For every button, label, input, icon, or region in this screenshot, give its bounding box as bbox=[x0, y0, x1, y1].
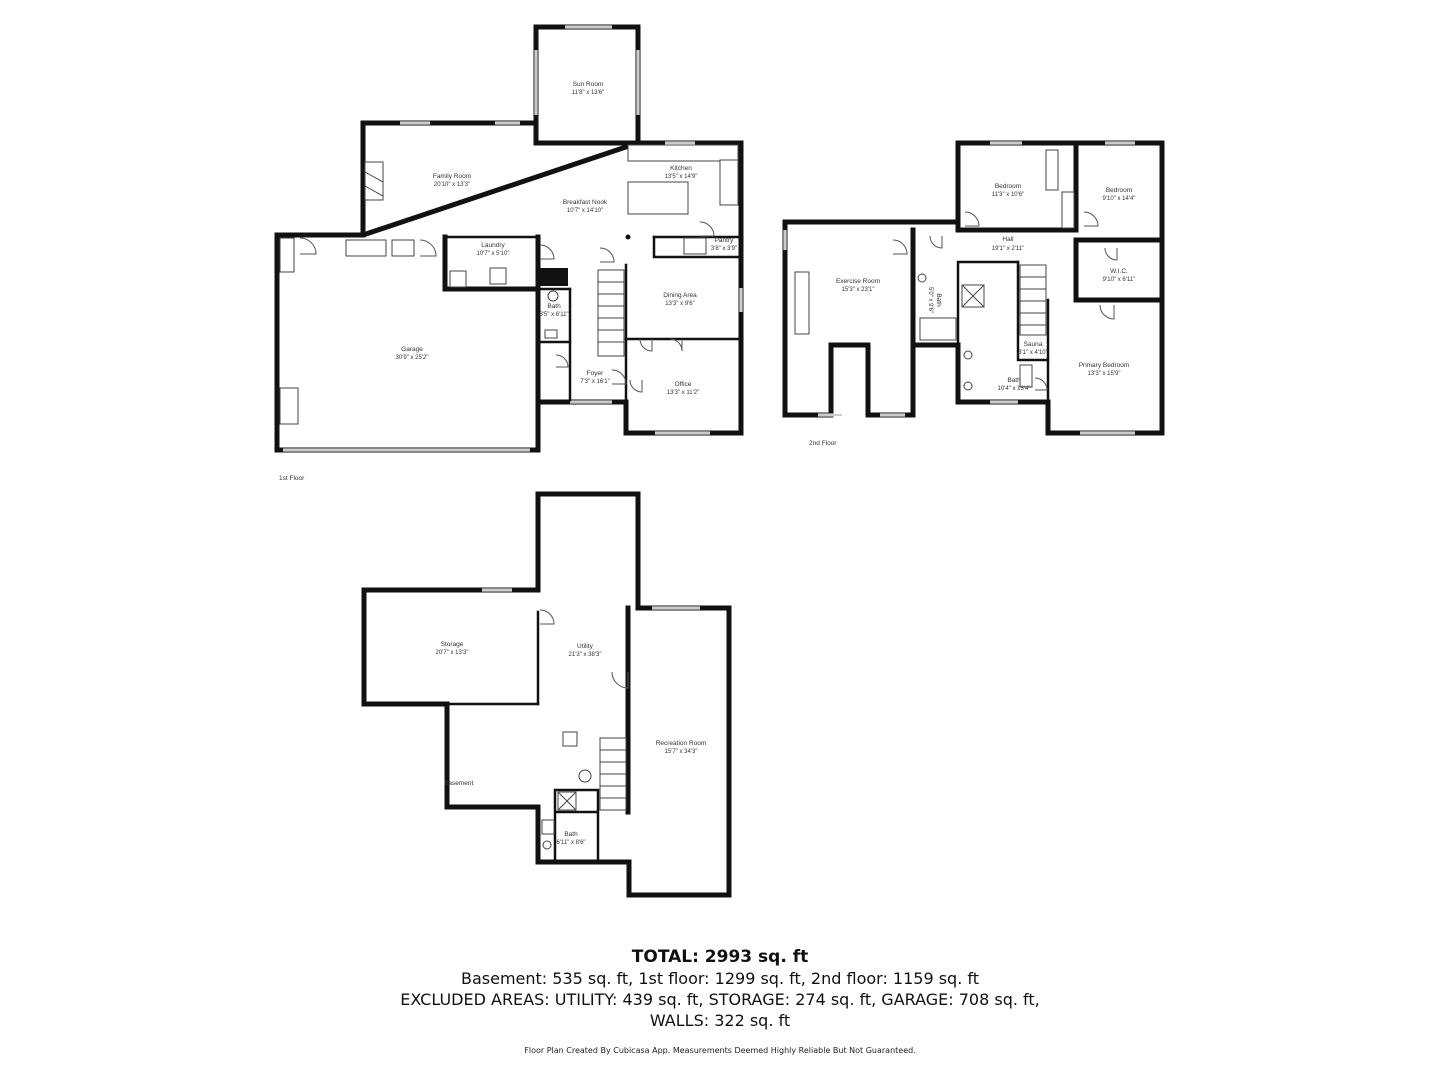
room-name-family-room: Family Room bbox=[433, 173, 471, 180]
water-heater bbox=[578, 769, 592, 783]
utility-fixture bbox=[562, 731, 578, 747]
second-floor bbox=[782, 140, 1165, 436]
room-name-sauna: Sauna bbox=[1024, 341, 1043, 348]
room-name-bath-basement: Bath bbox=[564, 831, 578, 838]
floor-label-second: 2nd Floor bbox=[809, 440, 837, 447]
room-name-foyer: Foyer bbox=[587, 370, 604, 377]
room-dims-wic: 9'10" x 6'11" bbox=[1103, 277, 1135, 283]
room-name-bath-small: Bath bbox=[935, 293, 942, 307]
room-dims-bath-second: 10'4" x 13'4" bbox=[998, 386, 1031, 392]
room-name-exercise-room: Exercise Room bbox=[836, 278, 880, 285]
bathtub bbox=[919, 317, 957, 341]
room-dims-primary-bedroom: 13'3" x 15'9" bbox=[1088, 371, 1121, 377]
room-dims-sun-room: 11'8" x 13'6" bbox=[572, 90, 604, 96]
room-name-sun-room: Sun Room bbox=[573, 81, 604, 88]
room-dims-foyer: 7'3" x 16'1" bbox=[580, 379, 610, 385]
room-dims-office: 13'3" x 11'2" bbox=[667, 390, 699, 396]
room-dims-bedroom-a: 11'3" x 10'6" bbox=[992, 192, 1024, 198]
area-summary: TOTAL: 2993 sq. ft Basement: 535 sq. ft,… bbox=[0, 946, 1440, 1031]
room-name-breakfast-nook: Breakfast Nook bbox=[563, 199, 608, 206]
room-name-hall: Hall bbox=[1002, 236, 1014, 243]
basement-exterior-walls bbox=[361, 491, 732, 898]
floor-label-first: 1st Floor bbox=[279, 475, 305, 482]
total-area: TOTAL: 2993 sq. ft bbox=[631, 947, 809, 967]
room-name-bath-second: Bath bbox=[1007, 377, 1021, 384]
walls-area: WALLS: 322 sq. ft bbox=[649, 1011, 791, 1030]
room-dims-kitchen: 13'5" x 14'9" bbox=[665, 174, 698, 180]
room-name-kitchen: Kitchen bbox=[670, 165, 692, 172]
room-name-recreation-room: Recreation Room bbox=[656, 740, 707, 747]
floor-label-basement: Basement bbox=[444, 780, 473, 787]
room-name-office: Office bbox=[675, 381, 692, 388]
room-dims-bath-small: 5'0" x 9'6" bbox=[927, 287, 933, 313]
room-labels: Sun Room 11'8" x 13'6" Family Room 20'10… bbox=[279, 81, 1135, 846]
room-name-storage: Storage bbox=[441, 641, 464, 648]
room-dims-utility: 21'3" x 38'3" bbox=[569, 652, 602, 658]
credit-footer: Floor Plan Created By Cubicasa App. Meas… bbox=[524, 1046, 916, 1055]
room-name-wic: W.I.C. bbox=[1110, 268, 1128, 275]
room-name-laundry: Laundry bbox=[481, 242, 505, 249]
room-dims-garage: 30'9" x 25'2" bbox=[396, 355, 429, 361]
room-dims-pantry: 3'8" x 3'9" bbox=[711, 246, 737, 252]
room-dims-recreation-room: 15'7" x 34'3" bbox=[665, 749, 698, 755]
room-dims-storage: 20'7" x 13'3" bbox=[436, 650, 469, 656]
room-dims-hall: 19'1" x 2'11" bbox=[992, 246, 1024, 252]
room-dims-exercise-room: 15'3" x 23'1" bbox=[842, 287, 875, 293]
excluded-areas: EXCLUDED AREAS: UTILITY: 439 sq. ft, STO… bbox=[400, 990, 1040, 1009]
kitchen-island bbox=[627, 181, 689, 215]
chimney-block bbox=[540, 268, 568, 286]
fireplace bbox=[364, 161, 384, 201]
basement-floor bbox=[361, 491, 732, 898]
room-dims-breakfast-nook: 10'7" x 14'10" bbox=[567, 208, 603, 214]
room-name-bedroom-b: Bedroom bbox=[1106, 187, 1132, 194]
room-name-utility: Utility bbox=[577, 643, 594, 650]
room-dims-sauna: 3'1" x 4'10" bbox=[1018, 350, 1048, 356]
room-name-pantry: Pantry bbox=[715, 237, 735, 244]
room-name-primary-bedroom: Primary Bedroom bbox=[1079, 362, 1130, 369]
stairs-second-floor bbox=[1019, 264, 1047, 336]
room-dims-family-room: 20'10" x 13'3" bbox=[434, 182, 470, 188]
first-floor bbox=[274, 24, 744, 453]
stairs-first-floor bbox=[597, 269, 625, 357]
room-name-bath-first: Bath bbox=[547, 303, 561, 310]
room-dims-bath-first: 3'5" x 6'11" bbox=[539, 312, 568, 318]
room-name-dining-area: Dining Area bbox=[663, 292, 697, 299]
floor-areas: Basement: 535 sq. ft, 1st floor: 1299 sq… bbox=[460, 969, 980, 988]
room-dims-dining-area: 13'3" x 9'6" bbox=[665, 301, 695, 307]
room-dims-laundry: 10'7" x 5'10" bbox=[477, 251, 510, 257]
room-dims-bedroom-b: 9'10" x 14'4" bbox=[1103, 196, 1136, 202]
room-name-bedroom-a: Bedroom bbox=[995, 183, 1021, 190]
room-dims-bath-basement: 6'11" x 8'6" bbox=[556, 840, 585, 846]
room-name-garage: Garage bbox=[401, 346, 423, 353]
